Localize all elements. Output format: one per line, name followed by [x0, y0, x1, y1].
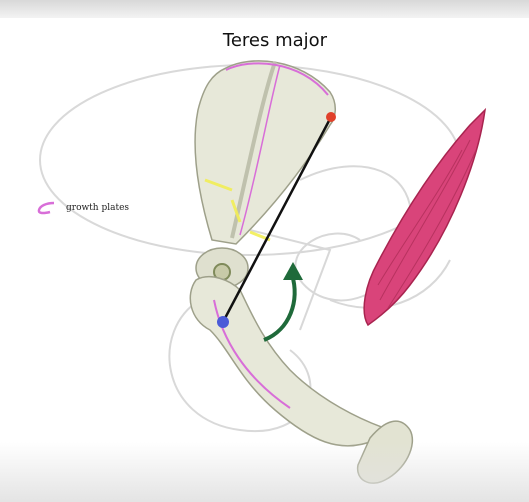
scapula [195, 61, 335, 244]
diagram-title: Teres major [0, 30, 529, 51]
curved-arrow-icon [264, 262, 303, 340]
legend: growth plates [36, 198, 129, 218]
growth-plate-marker-icon [36, 200, 62, 216]
insertion-point [217, 316, 229, 328]
teres-major-muscle [364, 110, 485, 325]
origin-point [326, 112, 336, 122]
legend-label: growth plates [66, 203, 129, 213]
bottom-fade [0, 442, 529, 502]
